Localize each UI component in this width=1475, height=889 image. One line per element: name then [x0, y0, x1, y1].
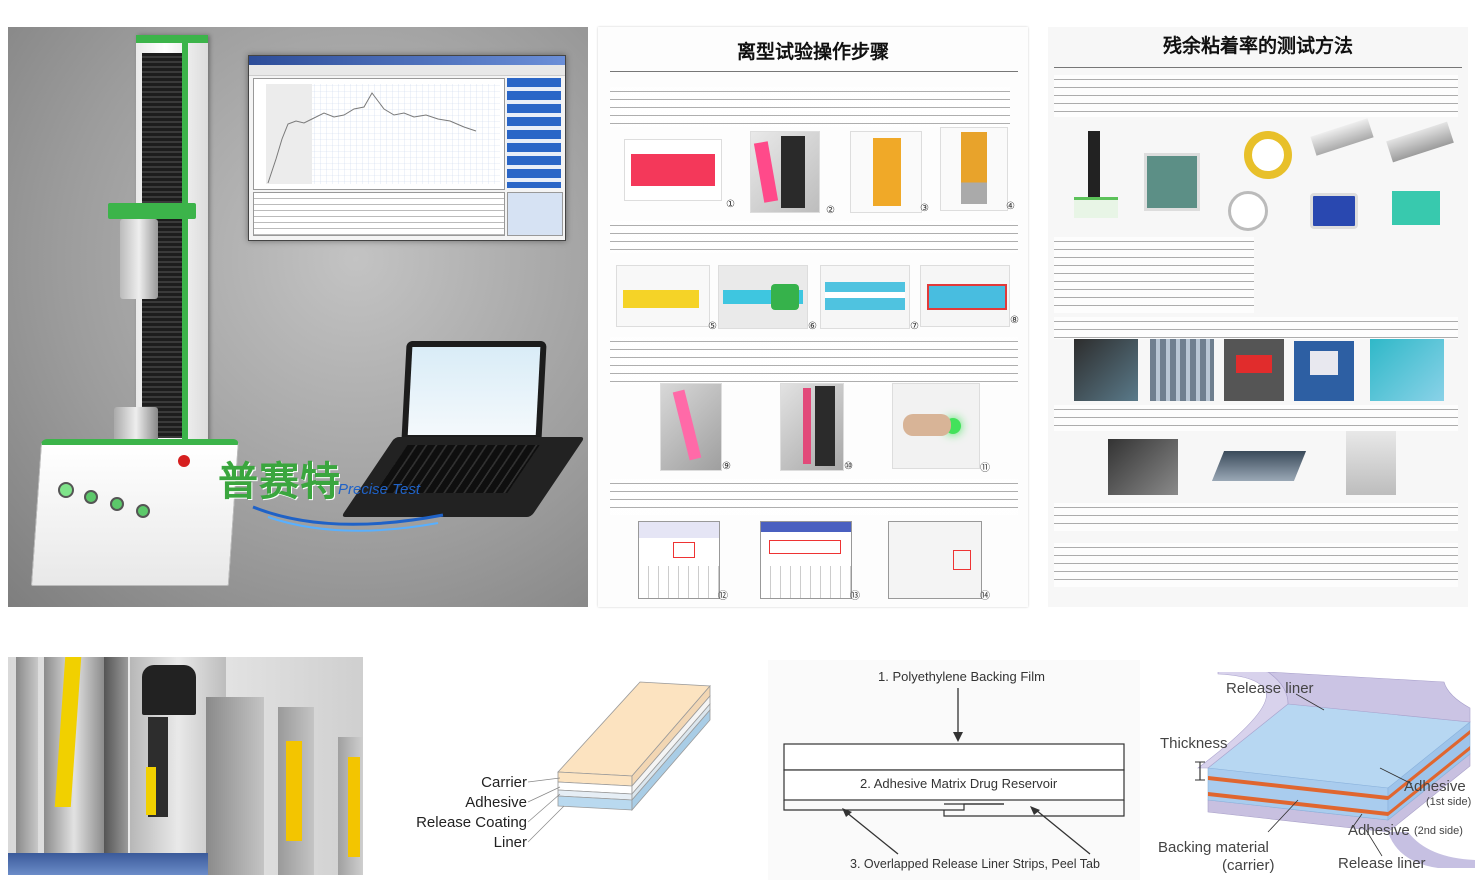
equipment-photo: [1310, 118, 1374, 156]
label-adhesive: Adhesive: [465, 794, 527, 811]
label-release-liner-bottom: Release liner: [1338, 855, 1426, 872]
step-number: ④: [1006, 201, 1015, 212]
release-doc-title: 离型试验操作步骤: [736, 41, 889, 63]
process-photo: [1294, 341, 1354, 401]
release-test-document: 离型试验操作步骤 ① ② ③ ④ ⑤ ⑥ ⑦ ⑧ ⑨ ⑩ ⑪: [598, 27, 1028, 607]
emergency-stop: [178, 455, 190, 467]
label-adhesive-2nd: Adhesive: [1348, 822, 1410, 839]
step-number: ⑤: [708, 321, 717, 332]
tape-layers-3d: [1195, 672, 1475, 868]
process-photo: [1211, 451, 1307, 481]
control-button: [136, 504, 150, 518]
step-photo: [850, 131, 922, 213]
equipment-photo: [1144, 153, 1200, 211]
process-photo: [1370, 339, 1444, 401]
equipment-photo: [1244, 131, 1292, 179]
process-photo: [1074, 339, 1138, 401]
force-curve-plot: [253, 78, 505, 190]
step-number: ⑫: [718, 591, 728, 602]
step-photo: [750, 131, 820, 213]
brand-swoosh: [252, 505, 444, 532]
brand-logo-cn: 普赛特: [218, 459, 341, 505]
label-drug-reservoir: 2. Adhesive Matrix Drug Reservoir: [860, 776, 1058, 791]
double-sided-tape-diagram: Release liner Thickness Adhesive (1st si…: [1148, 672, 1475, 880]
step-number: ②: [826, 205, 835, 216]
tape-layers-diagram: Carrier Adhesive Release Coating Liner: [410, 670, 730, 860]
tester-base: [30, 439, 240, 586]
label-carrier: (carrier): [1222, 857, 1275, 874]
process-photo: [1150, 339, 1214, 401]
step-photo: [920, 265, 1010, 327]
equipment-photo: [1392, 191, 1440, 225]
control-button: [84, 490, 98, 504]
process-photo: [1224, 339, 1284, 401]
step-number: ⑭: [980, 591, 990, 602]
tape-layer-stack: [527, 681, 711, 843]
control-button: [58, 482, 74, 498]
residual-doc-title: 残余粘着率的测试方法: [1162, 35, 1353, 57]
step-number: ③: [920, 203, 929, 214]
control-button: [110, 497, 124, 511]
step-photo: [718, 265, 808, 329]
upper-grip: [120, 219, 158, 299]
brand-logo-en: Precise Test: [338, 481, 420, 498]
peel-test-photo: [8, 657, 363, 875]
step-number: ⑧: [1010, 315, 1019, 326]
software-window: [248, 55, 566, 241]
patch-layers: [783, 688, 1125, 855]
label-backing-material: Backing material: [1158, 839, 1269, 856]
tester-crosshead: [108, 203, 196, 219]
step-photo: [780, 383, 844, 471]
step-number: ⑬: [850, 591, 860, 602]
step-number: ⑨: [722, 461, 731, 472]
residual-adhesion-document: 残余粘着率的测试方法: [1048, 27, 1468, 607]
step-number: ⑥: [808, 321, 817, 332]
tester-green-strip: [182, 43, 188, 443]
tensile-tester-photo: 普赛特 Precise Test: [8, 27, 588, 607]
software-step-screenshot: [638, 521, 720, 599]
process-photo: [1108, 439, 1178, 495]
step-number: ①: [726, 199, 735, 210]
label-carrier: Carrier: [481, 774, 527, 791]
label-backing-film: 1. Polyethylene Backing Film: [878, 669, 1045, 684]
step-number: ⑦: [910, 321, 919, 332]
equipment-photo: [1310, 193, 1358, 229]
equipment-photo: [1386, 121, 1454, 163]
software-step-screenshot: [888, 521, 982, 599]
software-step-screenshot: [760, 521, 852, 599]
label-release-liner-top: Release liner: [1226, 680, 1314, 697]
step-photo: [940, 127, 1008, 211]
step-photo: [616, 265, 710, 327]
patch-cross-section-diagram: 1. Polyethylene Backing Film 2. Adhesive…: [768, 660, 1140, 880]
step-number: ⑪: [980, 463, 990, 474]
step-number: ⑩: [844, 461, 853, 472]
label-adhesive-1st-sub: (1st side): [1426, 796, 1472, 808]
step-photo: [624, 139, 722, 201]
process-photo: [1346, 431, 1396, 495]
laptop-screen: [401, 341, 547, 443]
equipment-photo: [1074, 131, 1118, 218]
equipment-photo: [1228, 191, 1268, 231]
label-release-liner-strips: 3. Overlapped Release Liner Strips, Peel…: [850, 857, 1100, 871]
label-thickness: Thickness: [1160, 735, 1228, 752]
label-release-coating: Release Coating: [416, 814, 527, 831]
label-liner: Liner: [493, 834, 527, 851]
step-photo: [892, 383, 980, 469]
step-photo: [660, 383, 722, 471]
label-adhesive-2nd-sub: (2nd side): [1414, 825, 1463, 837]
step-photo: [820, 265, 910, 329]
label-adhesive-1st: Adhesive: [1404, 778, 1466, 795]
